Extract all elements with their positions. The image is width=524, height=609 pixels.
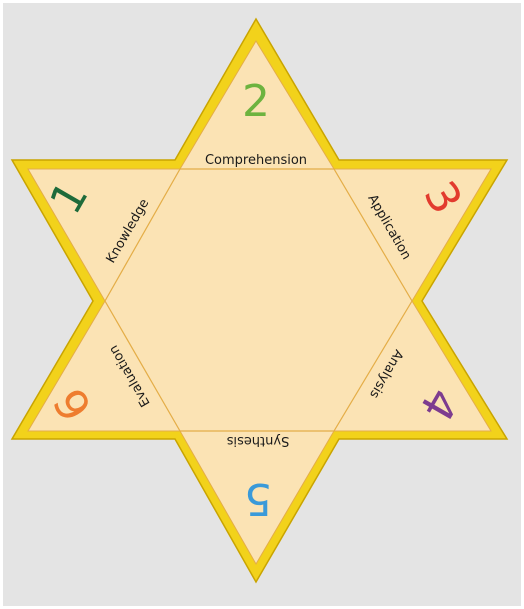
segment-label-synthesis: Synthesis (226, 433, 289, 448)
inner-hexagon (104, 168, 413, 432)
segment-comprehension: 2 Comprehension (205, 76, 307, 168)
segment-label-comprehension: Comprehension (205, 153, 307, 168)
segment-synthesis: 5 Synthesis (226, 433, 289, 524)
segment-number-2: 2 (242, 76, 270, 127)
star-inner-fill (27, 40, 492, 565)
segment-number-5: 5 (244, 473, 272, 524)
